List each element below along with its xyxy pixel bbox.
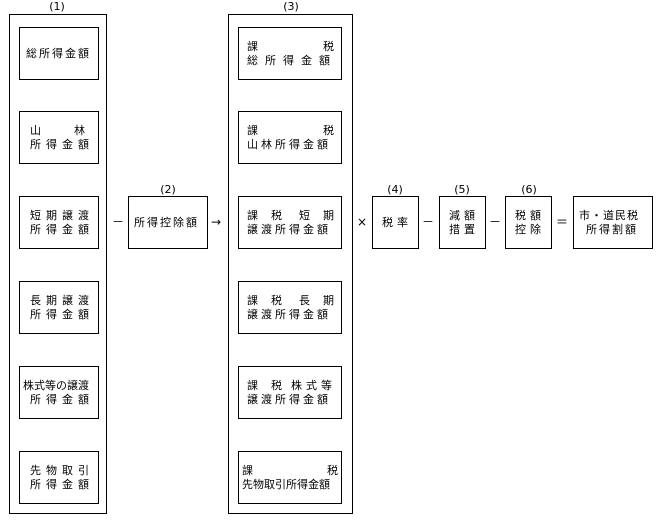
taxable-stock-box: 課 税 株式等 譲渡所得金額 [238, 366, 342, 419]
tax-rate-box: 税率 [372, 196, 419, 249]
result-text-1: 市・道民税 [579, 209, 639, 222]
futures-income-box: 先物取引 所得金額 [19, 451, 99, 504]
long-term-income-text-2: 所得金額 [30, 308, 94, 321]
forest-income-text-2: 所得金額 [30, 138, 94, 151]
equals-operator: ＝ [555, 215, 568, 229]
futures-income-text-2: 所得金額 [30, 478, 94, 491]
long-term-income-text-1: 長期譲渡 [30, 294, 94, 307]
short-term-income-text-2: 所得金額 [30, 223, 94, 236]
minus-operator-2: － [421, 215, 434, 229]
label-6: (6) [521, 183, 537, 196]
taxable-long-text-c: 長 [299, 294, 310, 307]
long-term-income-box: 長期譲渡 所得金額 [19, 281, 99, 334]
reduction-text-1: 減額 [449, 209, 479, 222]
taxable-futures-text-b: 税 [327, 464, 338, 477]
taxable-total-income-box: 課 税 総所得金額 [238, 27, 342, 80]
times-operator: × [356, 215, 368, 229]
taxable-long-text-b: 税 [271, 294, 282, 307]
taxable-total-text-2: 総所得金額 [247, 54, 337, 67]
futures-income-text-1: 先物取引 [30, 464, 94, 477]
taxable-long-text-2: 譲渡所得金額 [247, 308, 331, 321]
taxable-forest-text-2: 山林所得金額 [247, 138, 331, 151]
tax-credit-box: 税額 控除 [505, 196, 552, 249]
arrow-operator: → [210, 215, 222, 229]
taxable-futures-text-2: 先物取引所得金額 [242, 478, 330, 491]
stock-income-box: 株式等の譲渡 所得金額 [19, 366, 99, 419]
minus-operator-1: － [111, 215, 124, 229]
taxable-forest-text-a: 課 [247, 124, 258, 137]
stock-income-text-1: 株式等の譲渡 [23, 379, 89, 392]
taxable-futures-box: 課 税 先物取引所得金額 [238, 451, 342, 504]
stock-income-text-2: 所得金額 [30, 393, 94, 406]
income-deduction-box: 所得控除額 [128, 196, 208, 249]
taxable-short-text-d: 期 [323, 209, 334, 222]
taxable-short-term-box: 課 税 短 期 譲渡所得金額 [238, 196, 342, 249]
tax-rate-text: 税率 [382, 216, 412, 229]
label-2: (2) [160, 183, 176, 196]
total-income-box: 総所得金額 [19, 27, 99, 80]
taxable-short-text-a: 課 [247, 209, 258, 222]
taxable-long-text-a: 課 [247, 294, 258, 307]
taxable-stock-text-2: 譲渡所得金額 [247, 393, 331, 406]
taxable-short-text-2: 譲渡所得金額 [247, 223, 331, 236]
total-income-text: 総所得金額 [26, 47, 91, 60]
short-term-income-text-1: 短期譲渡 [30, 209, 94, 222]
taxable-total-text-a: 課 [247, 40, 258, 53]
reduction-text-2: 措置 [449, 223, 479, 236]
label-5: (5) [454, 183, 470, 196]
taxable-futures-text-a: 課 [242, 464, 253, 477]
taxable-stock-text-c: 株式等 [291, 379, 336, 392]
forest-income-box: 山 林 所得金額 [19, 111, 99, 164]
tax-credit-text-1: 税額 [515, 209, 545, 222]
taxable-income-column [228, 14, 353, 514]
label-3: (3) [283, 0, 299, 13]
short-term-income-box: 短期譲渡 所得金額 [19, 196, 99, 249]
taxable-short-text-c: 短 [299, 209, 310, 222]
label-1: (1) [49, 0, 65, 13]
minus-operator-3: － [488, 215, 501, 229]
income-deduction-text: 所得控除額 [134, 216, 199, 229]
taxable-long-term-box: 課 税 長 期 譲渡所得金額 [238, 281, 342, 334]
tax-credit-text-2: 控除 [515, 223, 545, 236]
forest-income-text-a: 山 [30, 124, 41, 137]
taxable-long-text-d: 期 [323, 294, 334, 307]
taxable-total-text-b: 税 [323, 40, 334, 53]
taxable-stock-text-a: 課 [247, 379, 258, 392]
result-text-2: 所得割額 [586, 223, 638, 236]
taxable-forest-text-b: 税 [323, 124, 334, 137]
forest-income-text-b: 林 [74, 124, 85, 137]
taxable-stock-text-b: 税 [271, 379, 282, 392]
label-4: (4) [387, 183, 403, 196]
taxable-short-text-b: 税 [271, 209, 282, 222]
municipal-tax-result-box: 市・道民税 所得割額 [573, 196, 653, 249]
reduction-measure-box: 減額 措置 [439, 196, 486, 249]
taxable-forest-income-box: 課 税 山林所得金額 [238, 111, 342, 164]
income-column [9, 14, 107, 514]
